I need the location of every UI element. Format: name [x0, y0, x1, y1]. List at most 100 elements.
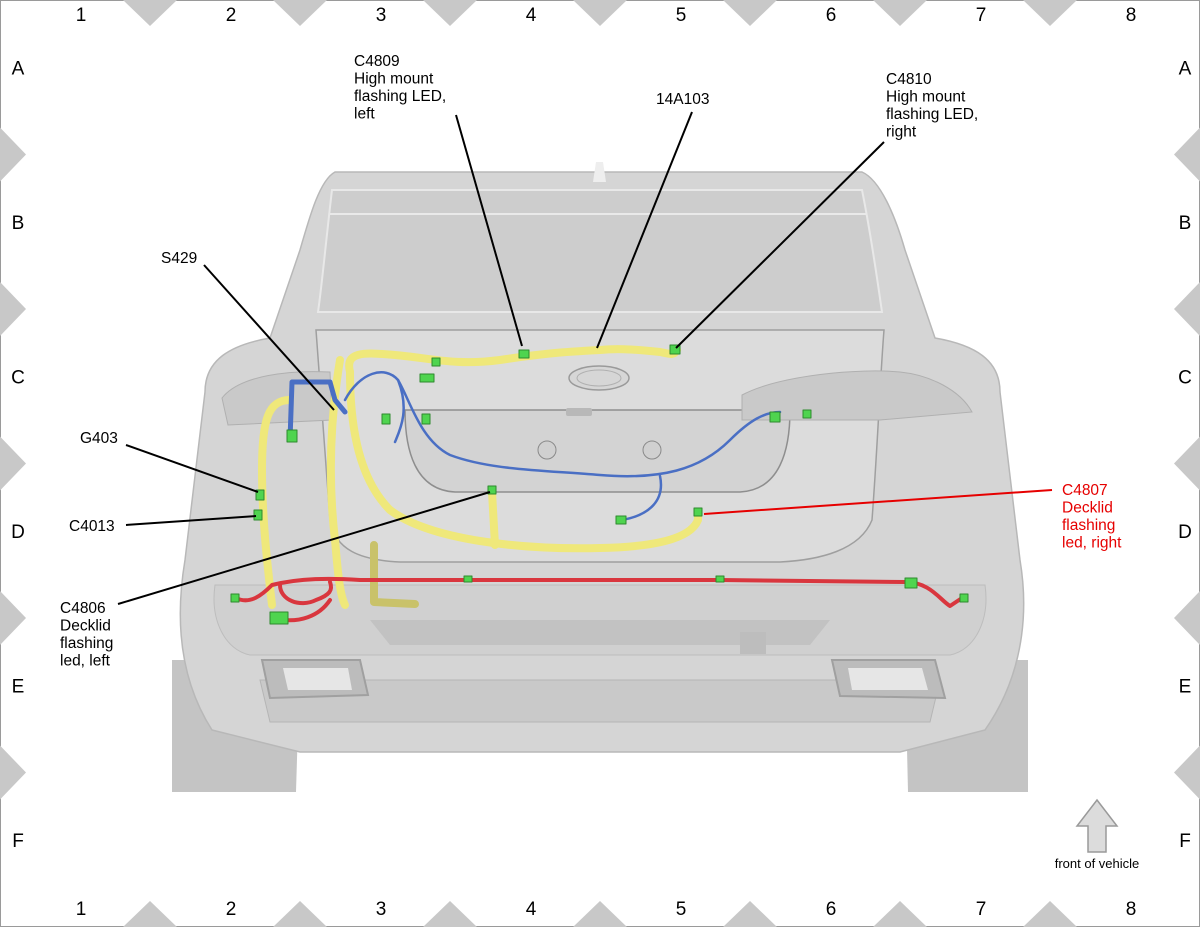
plate-lamp-right	[642, 440, 662, 460]
callout-c4809: C4809 High mount flashing LED, left	[354, 53, 451, 123]
connector-blue-branch-2	[421, 413, 431, 425]
column-label-top: 2	[226, 5, 237, 26]
harness-red-bumper	[234, 576, 964, 608]
column-label-top: 3	[376, 5, 387, 26]
connector-g403	[255, 489, 265, 501]
border-mark-bottom	[423, 901, 477, 927]
harness-yellow-lower	[370, 541, 419, 608]
connector-c4806	[487, 485, 497, 495]
border-mark-top	[423, 0, 477, 26]
border-mark-left	[0, 745, 26, 800]
row-label-left: E	[12, 676, 25, 697]
connector-c4807	[693, 507, 703, 517]
harness-blue-branch	[393, 378, 405, 444]
row-label-right: C	[1178, 367, 1192, 388]
rear-camera	[566, 408, 592, 416]
row-label-right: B	[1179, 213, 1192, 234]
antenna	[593, 162, 606, 182]
right-tail-lamp	[741, 370, 973, 421]
harness-c4806-branch	[488, 488, 499, 549]
leader-c4807	[703, 489, 1053, 515]
row-label-right: F	[1179, 831, 1191, 852]
bumper-recess	[370, 620, 830, 645]
callout-14a103: 14A103	[656, 91, 709, 108]
border-mark-top	[573, 0, 627, 26]
column-label-bottom: 3	[376, 899, 387, 920]
border-mark-top	[873, 0, 927, 26]
border-mark-bottom	[723, 901, 777, 927]
column-label-bottom: 2	[226, 899, 237, 920]
leader-14a103	[596, 111, 693, 349]
column-label-top: 7	[976, 5, 987, 26]
leader-c4810	[675, 141, 885, 349]
row-label-left: B	[12, 213, 25, 234]
border-mark-right	[1174, 282, 1200, 336]
exhaust-left-inner	[283, 668, 352, 690]
harness-14a103-main	[345, 345, 681, 376]
border-mark-left	[0, 282, 26, 336]
connector-bumper-1	[463, 575, 473, 583]
harness-blue-c4807	[620, 474, 663, 522]
callout-c4806: C4806 Decklid flashing led, left	[60, 600, 118, 670]
border-mark-right	[1174, 436, 1200, 491]
border-mark-left	[0, 436, 26, 491]
callout-c4810: C4810 High mount flashing LED, right	[886, 71, 983, 141]
exhaust-right-inner	[848, 668, 928, 690]
connector-blue-end	[615, 515, 627, 525]
leader-g403	[125, 444, 259, 493]
harness-red-left-loop	[278, 580, 334, 606]
license-plate-recess	[404, 409, 791, 493]
lower-diffuser	[259, 679, 941, 723]
column-label-top: 6	[826, 5, 837, 26]
leader-lines	[117, 111, 1053, 605]
border-mark-bottom	[573, 901, 627, 927]
border-mark-top	[123, 0, 177, 26]
border-mark-right	[1174, 591, 1200, 645]
border-mark-top	[273, 0, 327, 26]
column-label-bottom: 8	[1126, 899, 1137, 920]
border-mark-bottom	[1023, 901, 1077, 927]
ford-badge-inner	[576, 369, 622, 387]
callout-labels: C4809 High mount flashing LED, left 14A1…	[60, 53, 1122, 670]
plate-lamp-left	[537, 440, 557, 460]
connector-inline-1	[431, 357, 441, 367]
column-label-bottom: 4	[526, 899, 537, 920]
border-mark-bottom	[873, 901, 927, 927]
callout-g403: G403	[80, 430, 118, 447]
leader-c4809	[455, 114, 523, 347]
border-mark-top	[1023, 0, 1077, 26]
connector-bumper-left-end	[230, 593, 240, 603]
border-mark-right	[1174, 745, 1200, 800]
row-label-left: F	[12, 831, 24, 852]
row-label-left: A	[12, 58, 25, 79]
connector-inline-2	[419, 373, 435, 383]
column-label-bottom: 5	[676, 899, 687, 920]
column-label-top: 4	[526, 5, 537, 26]
connector-bumper-right	[904, 577, 918, 589]
connector-bumper-right-end	[959, 593, 969, 603]
harness-yellow-left-run	[326, 356, 349, 609]
callout-c4013: C4013	[69, 518, 115, 535]
column-label-top: 1	[76, 5, 87, 26]
connector-c4810	[669, 344, 681, 355]
front-of-vehicle-indicator: front of vehicle	[1055, 798, 1139, 871]
column-label-top: 8	[1126, 5, 1137, 26]
connector-right-lamp	[769, 411, 781, 423]
rear-window	[316, 189, 884, 313]
column-label-bottom: 7	[976, 899, 987, 920]
connector-bumper-left	[269, 611, 289, 625]
row-label-left: D	[11, 522, 25, 543]
hitch-cover	[740, 632, 766, 654]
border-mark-left	[0, 127, 26, 182]
connector-c4809	[518, 349, 530, 359]
border-mark-right	[1174, 127, 1200, 182]
harness-yellow-left-trunk	[258, 396, 294, 609]
callout-s429: S429	[161, 250, 197, 267]
leader-c4806	[117, 491, 491, 605]
up-arrow-icon	[1075, 798, 1119, 853]
connector-c4013	[253, 509, 263, 521]
border-mark-bottom	[273, 901, 327, 927]
column-label-top: 5	[676, 5, 687, 26]
column-label-bottom: 6	[826, 899, 837, 920]
